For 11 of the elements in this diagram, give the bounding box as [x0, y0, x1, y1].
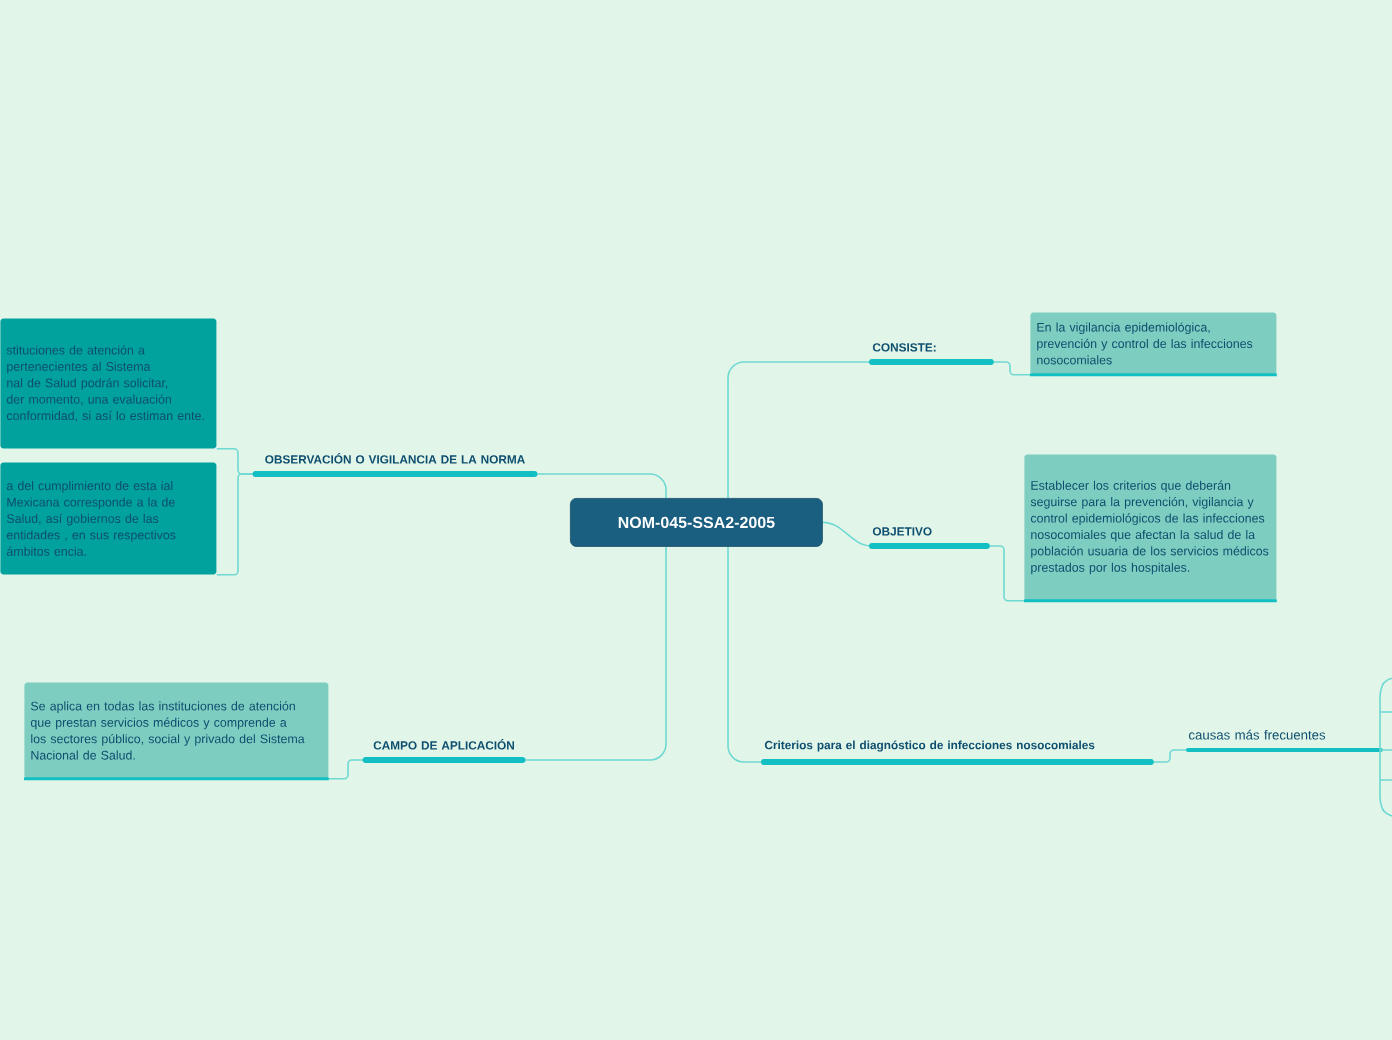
connector-line: [727, 546, 765, 763]
connector-line: [533, 473, 667, 499]
connector-line: [986, 545, 1025, 602]
connector-line: [328, 759, 367, 780]
topic-box: NOM-045-SSA2-2005: [570, 498, 823, 547]
connector-line: [990, 361, 1031, 376]
connector-line: [216, 473, 257, 576]
connector-line: [1150, 749, 1189, 763]
connector-line: [521, 546, 667, 761]
connector-line: [822, 521, 873, 547]
connector-line: [727, 361, 873, 499]
